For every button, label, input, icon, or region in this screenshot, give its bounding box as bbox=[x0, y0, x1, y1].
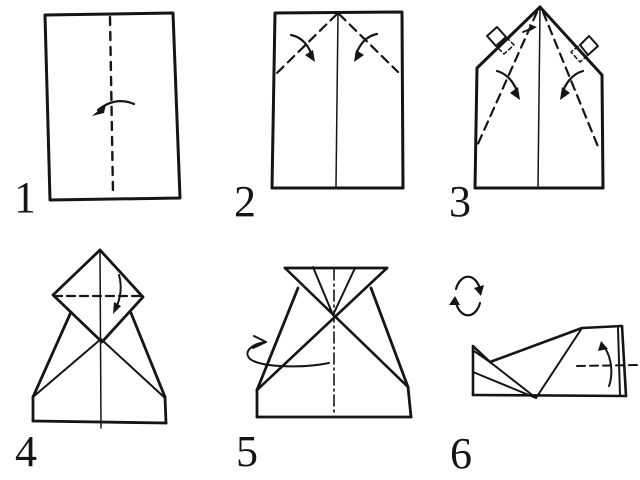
right-corner-edge bbox=[163, 395, 168, 425]
upper-diagonal-edge bbox=[488, 326, 584, 364]
rotate-arrow-icon bbox=[449, 275, 484, 317]
fold-direction-arrow-icon bbox=[92, 100, 136, 116]
paper-outline bbox=[473, 5, 605, 190]
bottom-edge bbox=[471, 393, 628, 398]
inner-point-edge-left bbox=[312, 266, 334, 316]
valley-fold-dashed-line-right bbox=[541, 10, 601, 151]
valley-fold-dashed-line-left bbox=[475, 10, 539, 148]
top-edge bbox=[580, 324, 624, 330]
valley-fold-dashed-line-right bbox=[337, 12, 400, 74]
cross-diagonal-left bbox=[283, 266, 410, 389]
step-6-figure bbox=[449, 275, 639, 399]
turn-over-arrow-icon bbox=[246, 335, 330, 368]
left-outer-edge bbox=[255, 286, 300, 392]
step-2-figure bbox=[270, 10, 405, 190]
step-4-figure bbox=[31, 248, 168, 429]
cross-diagonal-right bbox=[255, 266, 389, 392]
step-5-label: 5 bbox=[236, 427, 258, 476]
valley-fold-dashed-line-left bbox=[275, 12, 339, 75]
inner-fold-edge-left bbox=[489, 361, 537, 399]
top-flap-outline bbox=[51, 248, 145, 344]
paper-outline bbox=[43, 11, 182, 202]
center-crease-line bbox=[335, 13, 339, 187]
fold-up-arrow-icon bbox=[598, 341, 613, 387]
fold-arrow-left-icon bbox=[495, 69, 520, 100]
step-3-figure bbox=[473, 5, 605, 190]
paper-outline bbox=[270, 10, 405, 190]
align-edge-marker-left-icon bbox=[486, 26, 515, 55]
step-6-label: 6 bbox=[450, 429, 472, 478]
step-3-label: 3 bbox=[449, 177, 471, 226]
step-1-label: 1 bbox=[14, 173, 36, 222]
right-outer-edge bbox=[129, 311, 167, 399]
lower-flap-edge bbox=[472, 371, 537, 399]
right-edge bbox=[620, 324, 628, 398]
fold-down-arrow-icon bbox=[113, 274, 122, 314]
step-2-label: 2 bbox=[234, 177, 256, 226]
fold-arrow-left-icon bbox=[289, 33, 315, 62]
step-1-figure bbox=[43, 11, 182, 202]
inner-point-edge-right bbox=[332, 267, 356, 316]
inner-flap-edge-right bbox=[101, 339, 166, 399]
meet-at-center-arrow-icon bbox=[522, 24, 537, 33]
fold-arrow-right-icon bbox=[354, 32, 379, 62]
bottom-edge bbox=[31, 419, 168, 425]
center-crease-line bbox=[537, 8, 541, 187]
inner-flap-edge-left bbox=[32, 338, 102, 398]
nose-flap-edge-bottom bbox=[473, 350, 491, 363]
step-4-label: 4 bbox=[15, 427, 37, 476]
fold-arrow-right-icon bbox=[560, 69, 585, 100]
right-outer-edge bbox=[369, 286, 410, 389]
valley-fold-dashed-line bbox=[576, 364, 639, 367]
left-outer-edge bbox=[31, 310, 73, 399]
align-edge-marker-right-icon bbox=[570, 35, 599, 63]
step-5-figure bbox=[246, 266, 413, 419]
right-edge-inner-layer bbox=[617, 327, 621, 396]
valley-fold-dashed-line bbox=[108, 15, 115, 195]
right-corner-edge bbox=[406, 385, 413, 419]
inner-fold-edge-right bbox=[535, 327, 583, 399]
